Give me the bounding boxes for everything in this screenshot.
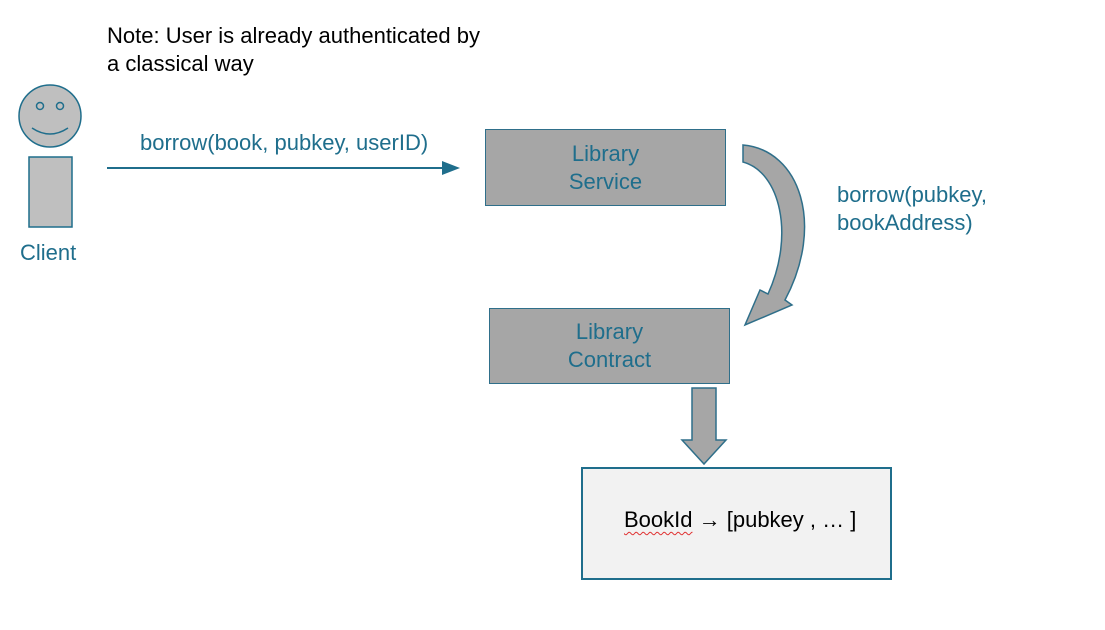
- contract-to-storage-arrow: [680, 387, 728, 466]
- storage-arrow: →: [692, 507, 727, 532]
- service-call-line-2: bookAddress): [837, 210, 973, 235]
- client-label: Client: [20, 240, 77, 265]
- storage-value: [pubkey , … ]: [726, 507, 857, 532]
- note-line-2: a classical way: [107, 51, 254, 76]
- actor-smile: [31, 127, 69, 135]
- service-to-contract-arrow: [742, 144, 806, 327]
- actor-body: [28, 156, 73, 228]
- actor-head: [18, 84, 82, 148]
- library-contract-box: Library Contract: [489, 308, 730, 384]
- service-call-line-1: borrow(pubkey,: [837, 182, 987, 207]
- client-actor-icon: [18, 84, 82, 228]
- library-contract-line-2: Contract: [567, 347, 652, 372]
- actor-left-eye: [35, 101, 45, 111]
- library-service-line-2: Service: [568, 168, 643, 194]
- actor-right-eye: [55, 101, 65, 111]
- library-contract-line-1: Library: [575, 319, 644, 344]
- library-service-line-1: Library: [571, 140, 640, 166]
- storage-key: BookId: [624, 507, 693, 532]
- service-call-label: borrow(pubkey, bookAddress): [837, 181, 987, 237]
- storage-mapping-text: BookId → [pubkey , … ]: [624, 507, 856, 533]
- storage-box: [581, 467, 892, 580]
- note-line-1: Note: User is already authenticated by: [107, 23, 480, 48]
- client-to-service-arrow: [107, 161, 460, 175]
- note-text: Note: User is already authenticated by a…: [107, 22, 547, 78]
- client-call-label: borrow(book, pubkey, userID): [140, 130, 429, 155]
- library-service-box: Library Service: [485, 129, 726, 206]
